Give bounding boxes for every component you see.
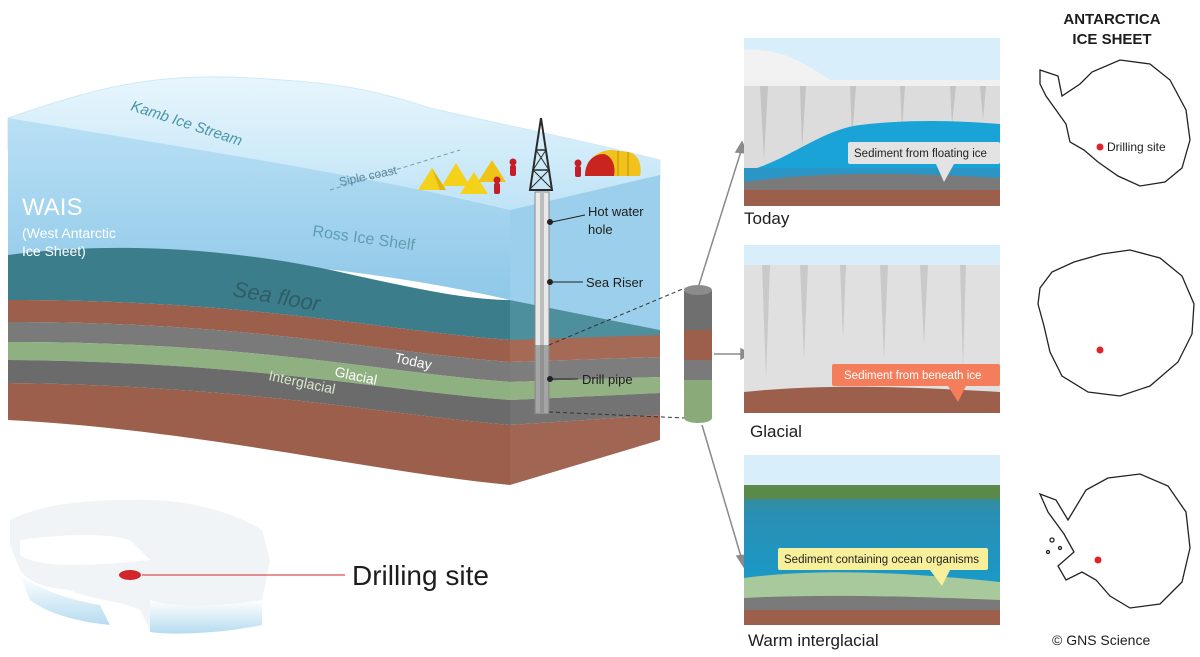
panel-arrows	[697, 140, 752, 569]
callout-warm-interglacial-text: Sediment containing ocean organisms	[784, 554, 979, 566]
sediment-core	[684, 285, 712, 423]
callout-glacial	[832, 364, 1000, 402]
callout-warm-interglacial	[778, 548, 988, 586]
sea-riser-label: Sea Riser	[586, 275, 644, 290]
wais-subtitle-2: Ice Sheet)	[22, 243, 86, 259]
callout-glacial-text: Sediment from beneath ice	[844, 370, 981, 382]
callout-today	[848, 142, 1000, 182]
drilling-site-marker	[119, 570, 141, 580]
hot-water-hole-label-1: Hot water	[588, 204, 644, 219]
maps-title-2: ICE SHEET	[1072, 31, 1151, 48]
maps-title-1: ANTARCTICA	[1063, 11, 1160, 28]
camp-tents	[418, 160, 506, 194]
drill-pipe-label: Drill pipe	[582, 372, 633, 387]
panel-warm-interglacial-caption: Warm interglacial	[748, 631, 879, 650]
hot-water-hole-label-2: hole	[588, 222, 613, 237]
drill-label-markers	[547, 214, 586, 382]
people-icon	[493, 158, 582, 194]
panel-glacial-caption: Glacial	[750, 422, 802, 441]
layer-today-label: Today	[393, 349, 433, 372]
callout-today-text: Sediment from floating ice	[854, 148, 987, 160]
siple-coast-line	[329, 149, 461, 191]
hut-icon	[585, 150, 641, 176]
drill-pipe	[534, 191, 550, 415]
site-marker-map-glacial	[1096, 346, 1104, 354]
wais-title: WAIS	[22, 194, 82, 221]
antarctica-map-interglacial	[1038, 473, 1191, 609]
antarctica-map-today	[1039, 59, 1191, 187]
credit-label: © GNS Science	[1052, 632, 1150, 648]
panel-warm-interglacial	[744, 455, 1000, 625]
antarctica-map-glacial	[1037, 249, 1195, 397]
map-drilling-site-label: Drilling site	[1107, 140, 1166, 154]
locator-map	[10, 499, 345, 634]
panel-today-caption: Today	[744, 209, 790, 228]
panel-today	[744, 38, 1000, 206]
site-marker-map-interglacial	[1094, 556, 1102, 564]
locator-drilling-site-label: Drilling site	[352, 560, 489, 591]
drill-tower-icon	[528, 117, 554, 191]
wais-subtitle-1: (West Antarctic	[22, 225, 116, 241]
core-zoom-lines	[548, 287, 686, 419]
site-marker-map-today	[1096, 143, 1104, 151]
ice-block	[7, 76, 661, 485]
sea-water-front	[8, 247, 510, 340]
